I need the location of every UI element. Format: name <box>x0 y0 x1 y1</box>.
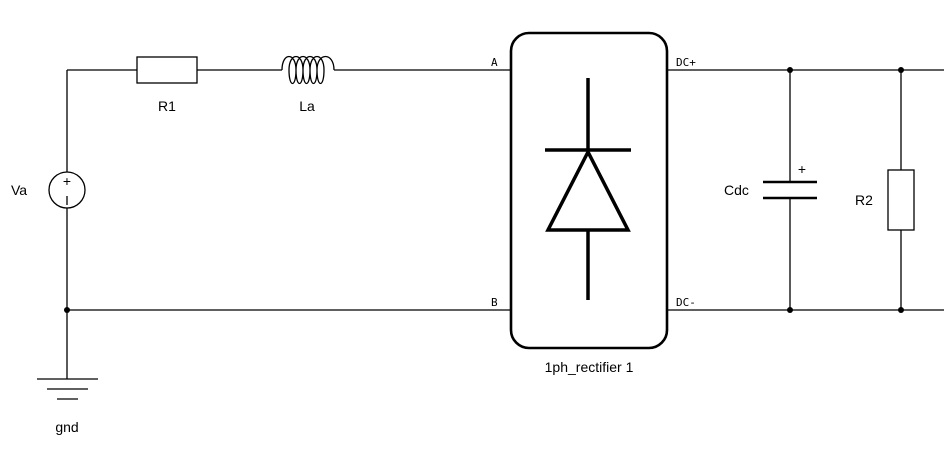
resistor-r1[interactable] <box>136 56 198 84</box>
junction-dot <box>64 307 70 313</box>
label-la: La <box>299 98 315 114</box>
label-cdc: Cdc <box>724 182 749 198</box>
capacitor-cdc[interactable] <box>763 180 817 200</box>
label-r2: R2 <box>855 192 873 208</box>
pin-label-dc-minus: DC- <box>676 296 696 309</box>
junction-dot <box>787 67 793 73</box>
voltage-source-icon <box>48 171 86 209</box>
junction-dot <box>787 307 793 313</box>
pin-label-a: A <box>491 56 498 69</box>
capacitor-plus-sign: + <box>798 161 806 177</box>
voltage-source-va[interactable]: + <box>48 171 86 209</box>
junction-dot <box>898 67 904 73</box>
wires <box>66 69 944 379</box>
pin-label-dc-plus: DC+ <box>676 56 696 69</box>
source-plus-sign: + <box>63 173 71 189</box>
junction-dot <box>898 307 904 313</box>
inductor-coil-icon <box>281 55 335 85</box>
label-gnd: gnd <box>55 419 78 435</box>
label-va: Va <box>11 182 27 198</box>
label-rectifier: 1ph_rectifier 1 <box>545 359 634 375</box>
rectifier-block[interactable] <box>509 31 669 350</box>
label-r1: R1 <box>158 98 176 114</box>
ground-symbol[interactable] <box>37 378 98 400</box>
diode-icon <box>545 78 631 300</box>
resistor-r2[interactable] <box>887 169 915 231</box>
pin-label-b: B <box>491 296 498 309</box>
inductor-la[interactable] <box>281 55 335 85</box>
